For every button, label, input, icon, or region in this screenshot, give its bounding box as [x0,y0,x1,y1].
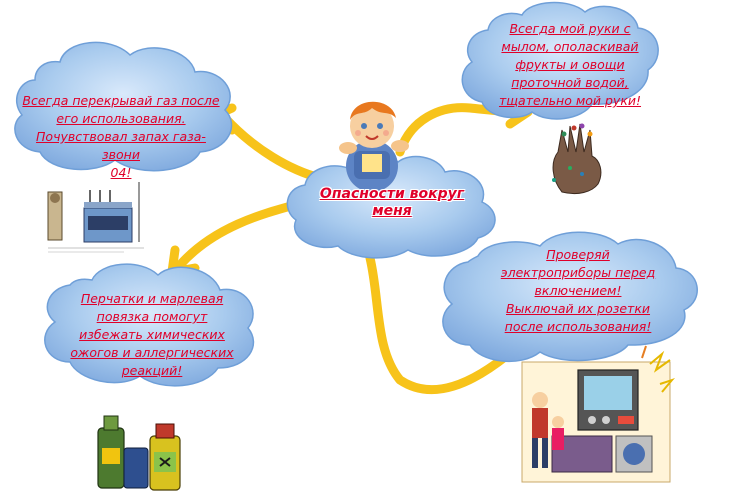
tip-chemicals-line: повязка помогут [96,309,208,324]
tip-gas-line: Почувствовал запах газа-звони [36,129,206,162]
tip-electric-line: электроприборы перед [500,265,656,280]
tip-hands-line: мылом, ополаскивай [501,39,639,54]
cloud-chemicals [44,263,255,387]
arrow-to-gas [220,113,325,183]
tip-electric-line: после использования! [504,319,652,334]
tip-electric: Проверяй электроприборы перед включением… [476,246,680,336]
tip-chemicals: Перчатки и марлевая повязка помогут избе… [52,290,252,380]
tip-gas-line: его использования. [56,111,186,126]
tip-chemicals-line: реакций! [121,363,183,378]
center-title: Опасности вокруг меня [318,186,466,220]
hands-germs-icon [552,123,602,195]
cloud-hands [461,1,659,120]
tip-chemicals-line: Перчатки и марлевая [80,291,224,306]
tip-chemicals-line: ожогов и аллергических [70,345,234,360]
tip-hands-line: фрукты и овощи [515,57,625,72]
chemical-bottles-icon [97,415,181,491]
tip-gas: Всегда перекрывай газ после его использо… [22,92,220,182]
gas-stove-icon [44,182,149,257]
boy-icon [339,101,409,192]
tip-electric-line: Выключай их розетки [505,301,651,316]
tip-hands-line: тщательно мой руки! [498,93,642,108]
arrow-to-electric [365,253,530,395]
tip-gas-line: 04! [110,165,132,180]
cloud-electric [442,231,698,363]
tip-hands: Всегда мой руки с мылом, ополаскивай фру… [490,20,650,110]
tip-gas-line: Всегда перекрывай газ после [22,93,220,108]
tip-hands-line: Всегда мой руки с [509,21,631,36]
tip-electric-line: Проверяй [546,247,610,262]
electric-appliances-icon [521,345,676,483]
center-title-line: Опасности вокруг [319,186,465,202]
tip-chemicals-line: избежать химических [79,327,225,342]
tip-hands-line: проточной водой, [511,75,629,90]
center-title-line: меня [372,203,412,219]
cloud-gas [14,41,233,172]
tip-electric-line: включением! [534,283,622,298]
